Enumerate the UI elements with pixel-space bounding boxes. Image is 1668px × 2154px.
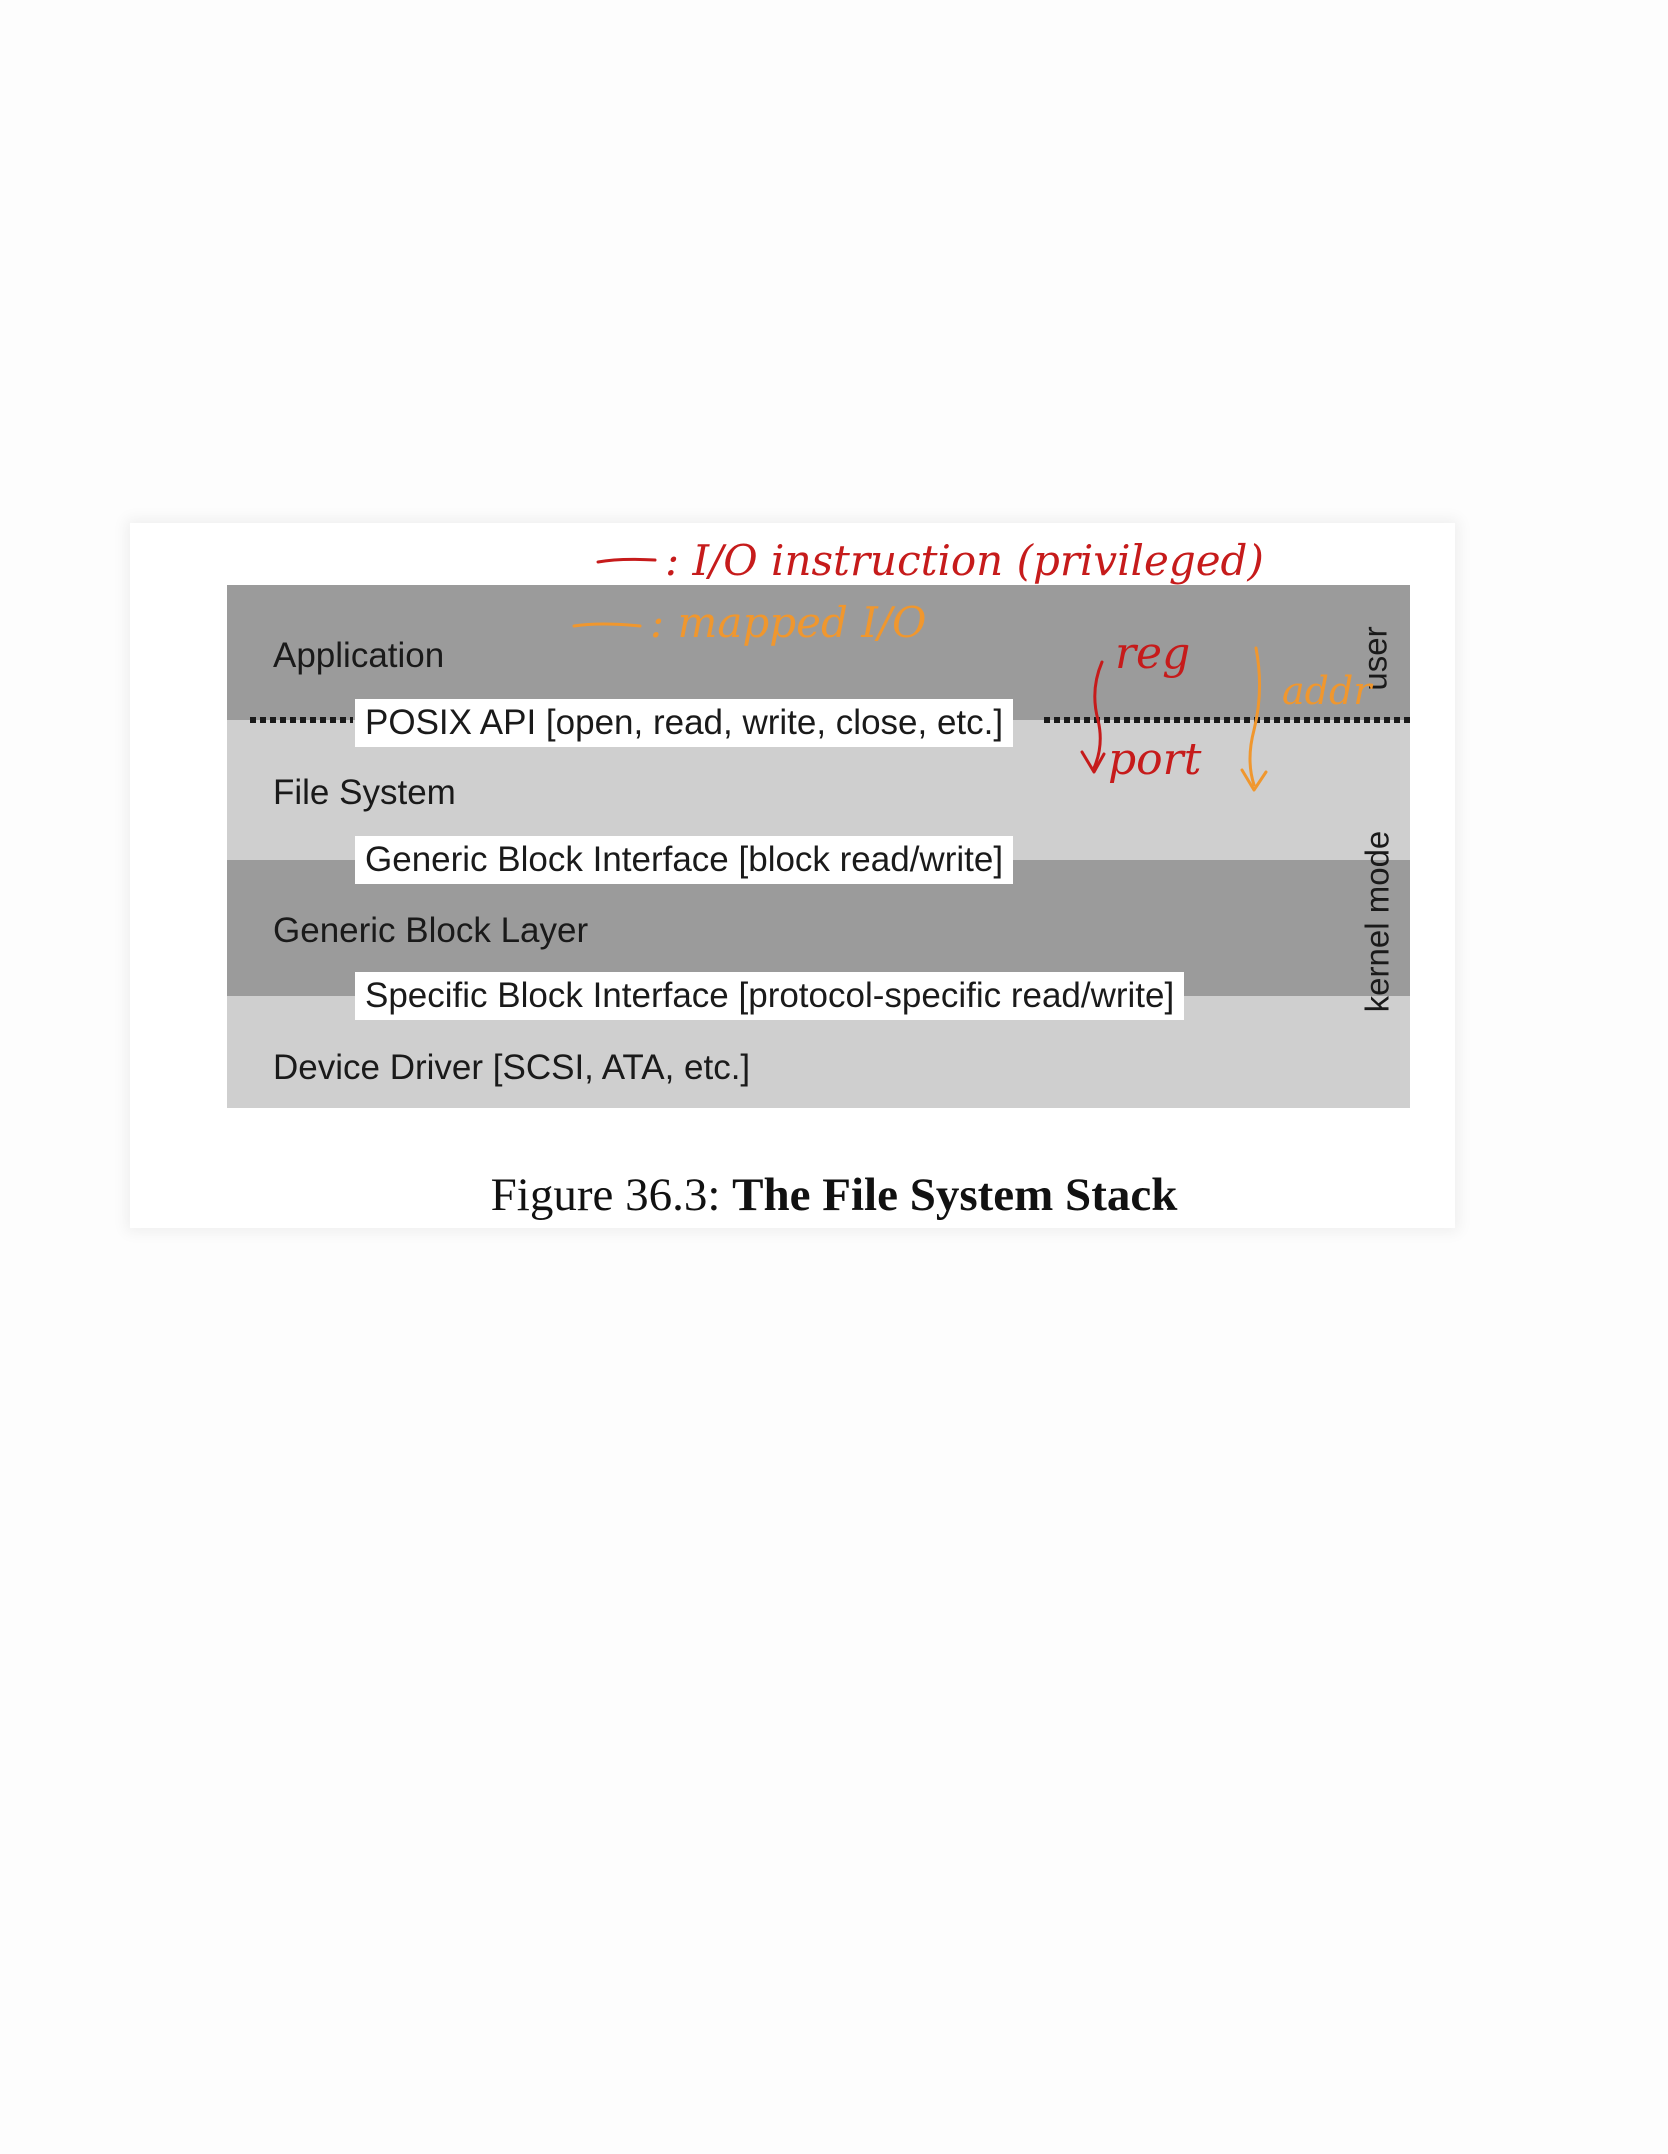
mapped-io-annotation: : mapped I/O bbox=[650, 598, 927, 647]
file-system-label: File System bbox=[273, 773, 456, 812]
posix-api-interface: POSIX API [open, read, write, close, etc… bbox=[355, 699, 1014, 747]
caption-prefix: Figure 36.3: bbox=[490, 1169, 721, 1221]
figure-caption: Figure 36.3: The File System Stack bbox=[0, 1172, 1668, 1219]
application-layer-band bbox=[227, 585, 1410, 720]
generic-block-layer-label: Generic Block Layer bbox=[273, 911, 589, 950]
application-label: Application bbox=[273, 636, 445, 675]
addr-annotation: addr bbox=[1282, 669, 1372, 713]
user-kernel-boundary-right bbox=[1044, 717, 1410, 723]
io-instruction-annotation: : I/O instruction (privileged) bbox=[665, 536, 1264, 585]
device-driver-label: Device Driver [SCSI, ATA, etc.] bbox=[273, 1048, 751, 1087]
reg-annotation: reg bbox=[1115, 628, 1191, 679]
port-annotation: port bbox=[1108, 734, 1202, 785]
caption-title: The File System Stack bbox=[732, 1169, 1178, 1221]
generic-block-interface: Generic Block Interface [block read/writ… bbox=[355, 836, 1014, 884]
user-kernel-boundary-left bbox=[250, 717, 353, 723]
specific-block-interface: Specific Block Interface [protocol-speci… bbox=[355, 972, 1185, 1020]
